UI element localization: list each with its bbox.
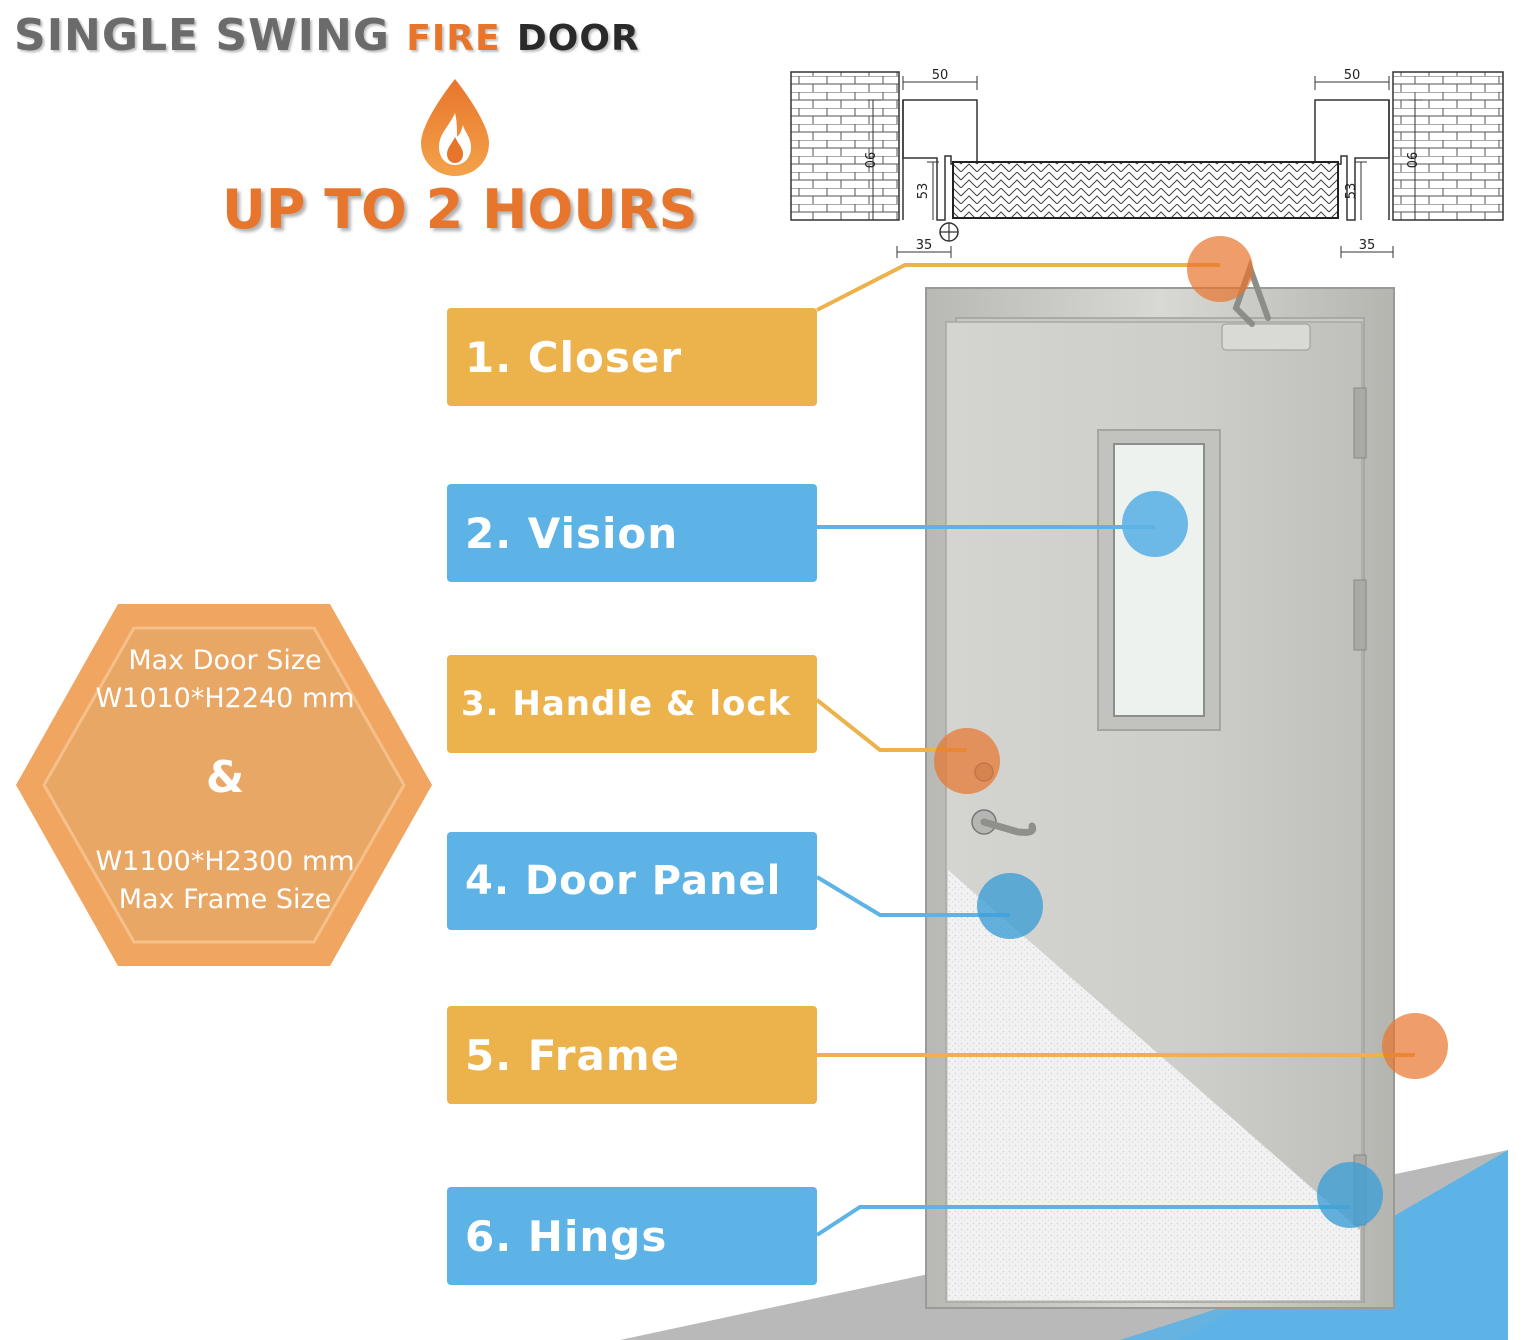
frame-marker <box>1382 1013 1448 1079</box>
label-hinges: 6. Hings <box>447 1187 817 1285</box>
dim-right-top: 50 <box>1344 68 1361 83</box>
panel-leader <box>815 875 1010 917</box>
title-door: DOOR <box>516 18 640 59</box>
closer-leader <box>816 263 1220 312</box>
page-title: SINGLE SWING FIRE DOOR <box>14 10 640 61</box>
max-door-size-value: W1010*H2240 mm <box>95 683 355 714</box>
size-hexagon <box>16 604 432 966</box>
max-frame-size-label: Max Frame Size <box>118 884 332 915</box>
dim-right-depth: 90 <box>1403 152 1418 169</box>
label-vision: 2. Vision <box>447 484 817 582</box>
dim-right-rebate: 53 <box>1344 183 1359 200</box>
door-illustration <box>925 259 1395 1309</box>
dim-left-depth: 90 <box>861 152 876 169</box>
dim-left-top: 50 <box>932 68 949 83</box>
label-handle-lock: 3. Handle & lock <box>447 655 817 753</box>
fire-drop-icon <box>421 79 489 176</box>
fire-rating-text: UP TO 2 HOURS <box>222 178 698 241</box>
title-fire: FIRE <box>406 18 501 59</box>
label-closer: 1. Closer <box>447 308 817 406</box>
dim-right-bottom: 35 <box>1359 238 1376 253</box>
title-single-swing: SINGLE SWING <box>14 10 390 61</box>
max-frame-size-value: W1100*H2300 mm <box>95 846 355 877</box>
dim-left-rebate: 53 <box>916 183 931 200</box>
label-frame: 5. Frame <box>447 1006 817 1104</box>
label-door-panel: 4. Door Panel <box>447 832 817 930</box>
hinge-marker <box>1317 1162 1383 1228</box>
dim-left-bottom: 35 <box>916 238 933 253</box>
hinge-leader <box>815 1205 1350 1237</box>
handle-marker <box>934 728 1000 794</box>
frame-section-drawing: 50 50 90 90 53 53 35 35 <box>790 68 1504 258</box>
max-door-size-label: Max Door Size <box>128 645 322 676</box>
panel-marker <box>977 873 1043 939</box>
closer-marker <box>1187 236 1253 302</box>
size-joiner: & <box>205 752 245 803</box>
vision-marker <box>1122 491 1188 557</box>
